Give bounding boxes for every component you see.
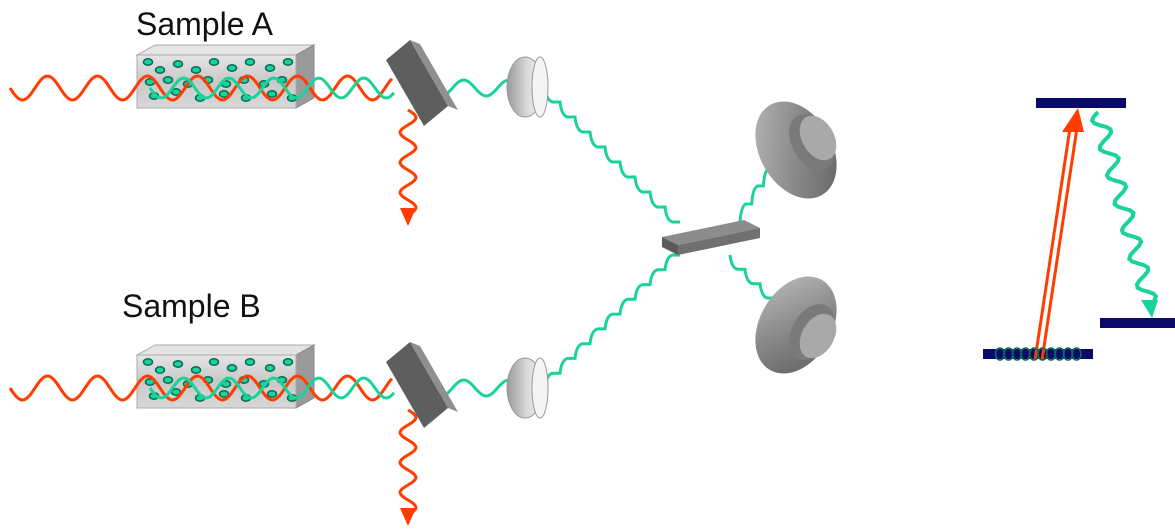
molecule bbox=[172, 60, 184, 68]
emission-lens-b-to-bs bbox=[543, 253, 680, 389]
molecule bbox=[244, 358, 256, 366]
molecule bbox=[162, 376, 174, 384]
molecule bbox=[264, 364, 276, 372]
molecule bbox=[266, 90, 278, 98]
molecule bbox=[226, 64, 238, 72]
pump-wave-b bbox=[8, 374, 394, 402]
pump-wave-a bbox=[8, 74, 394, 102]
molecule bbox=[282, 58, 294, 66]
excitation-arrow-line-1 bbox=[1033, 127, 1072, 361]
molecule bbox=[282, 358, 294, 366]
molecule bbox=[190, 366, 202, 374]
lower-level-right bbox=[1100, 318, 1175, 328]
emission-wave-cell-a bbox=[148, 76, 396, 100]
pump-reflected-b bbox=[398, 408, 418, 514]
lens-a bbox=[506, 56, 549, 118]
ground-coil bbox=[1071, 347, 1082, 361]
pump-arrowhead-a bbox=[400, 208, 416, 226]
dichroic-mirror-b bbox=[386, 342, 458, 428]
excited-level bbox=[1036, 98, 1126, 108]
energy-level-diagram bbox=[983, 98, 1175, 361]
emission-wave-cell-b bbox=[148, 376, 396, 400]
excitation-arrowhead bbox=[1062, 108, 1084, 132]
sample-b-label: Sample B bbox=[122, 288, 261, 324]
emission-bs-to-det-upper bbox=[738, 166, 775, 223]
pump-arrowhead-b bbox=[400, 508, 416, 526]
ground-state-coils bbox=[994, 347, 1082, 361]
emission-wavy-line bbox=[1089, 110, 1159, 307]
molecule bbox=[226, 364, 238, 372]
lens-b bbox=[506, 357, 549, 419]
detector-lower bbox=[755, 276, 837, 374]
emission-lens-a-to-bs bbox=[543, 86, 680, 224]
sample-a-label: Sample A bbox=[136, 6, 273, 42]
molecule bbox=[218, 390, 230, 398]
emission-bs-to-det-lower bbox=[728, 254, 775, 300]
detector-upper bbox=[755, 101, 837, 199]
pump-reflected-a bbox=[398, 108, 418, 214]
emission-arrow bbox=[1089, 110, 1159, 318]
molecule bbox=[162, 76, 174, 84]
excitation-arrow-line-2 bbox=[1040, 127, 1079, 361]
molecule bbox=[208, 358, 220, 366]
molecule bbox=[264, 64, 276, 72]
dichroic-mirror-a bbox=[386, 40, 458, 126]
emission-arrowhead bbox=[1141, 300, 1158, 318]
molecule bbox=[218, 90, 230, 98]
sample-a-cell bbox=[135, 44, 316, 109]
molecule bbox=[266, 390, 278, 398]
molecule bbox=[172, 360, 184, 368]
molecule bbox=[208, 58, 220, 66]
molecule bbox=[154, 66, 166, 74]
photon-waves bbox=[8, 74, 775, 526]
molecule bbox=[190, 66, 202, 74]
molecule bbox=[244, 58, 256, 66]
molecule bbox=[154, 366, 166, 374]
molecule bbox=[142, 58, 154, 66]
beamsplitter bbox=[662, 220, 760, 255]
molecule bbox=[142, 358, 154, 366]
molecules-b bbox=[142, 358, 298, 402]
